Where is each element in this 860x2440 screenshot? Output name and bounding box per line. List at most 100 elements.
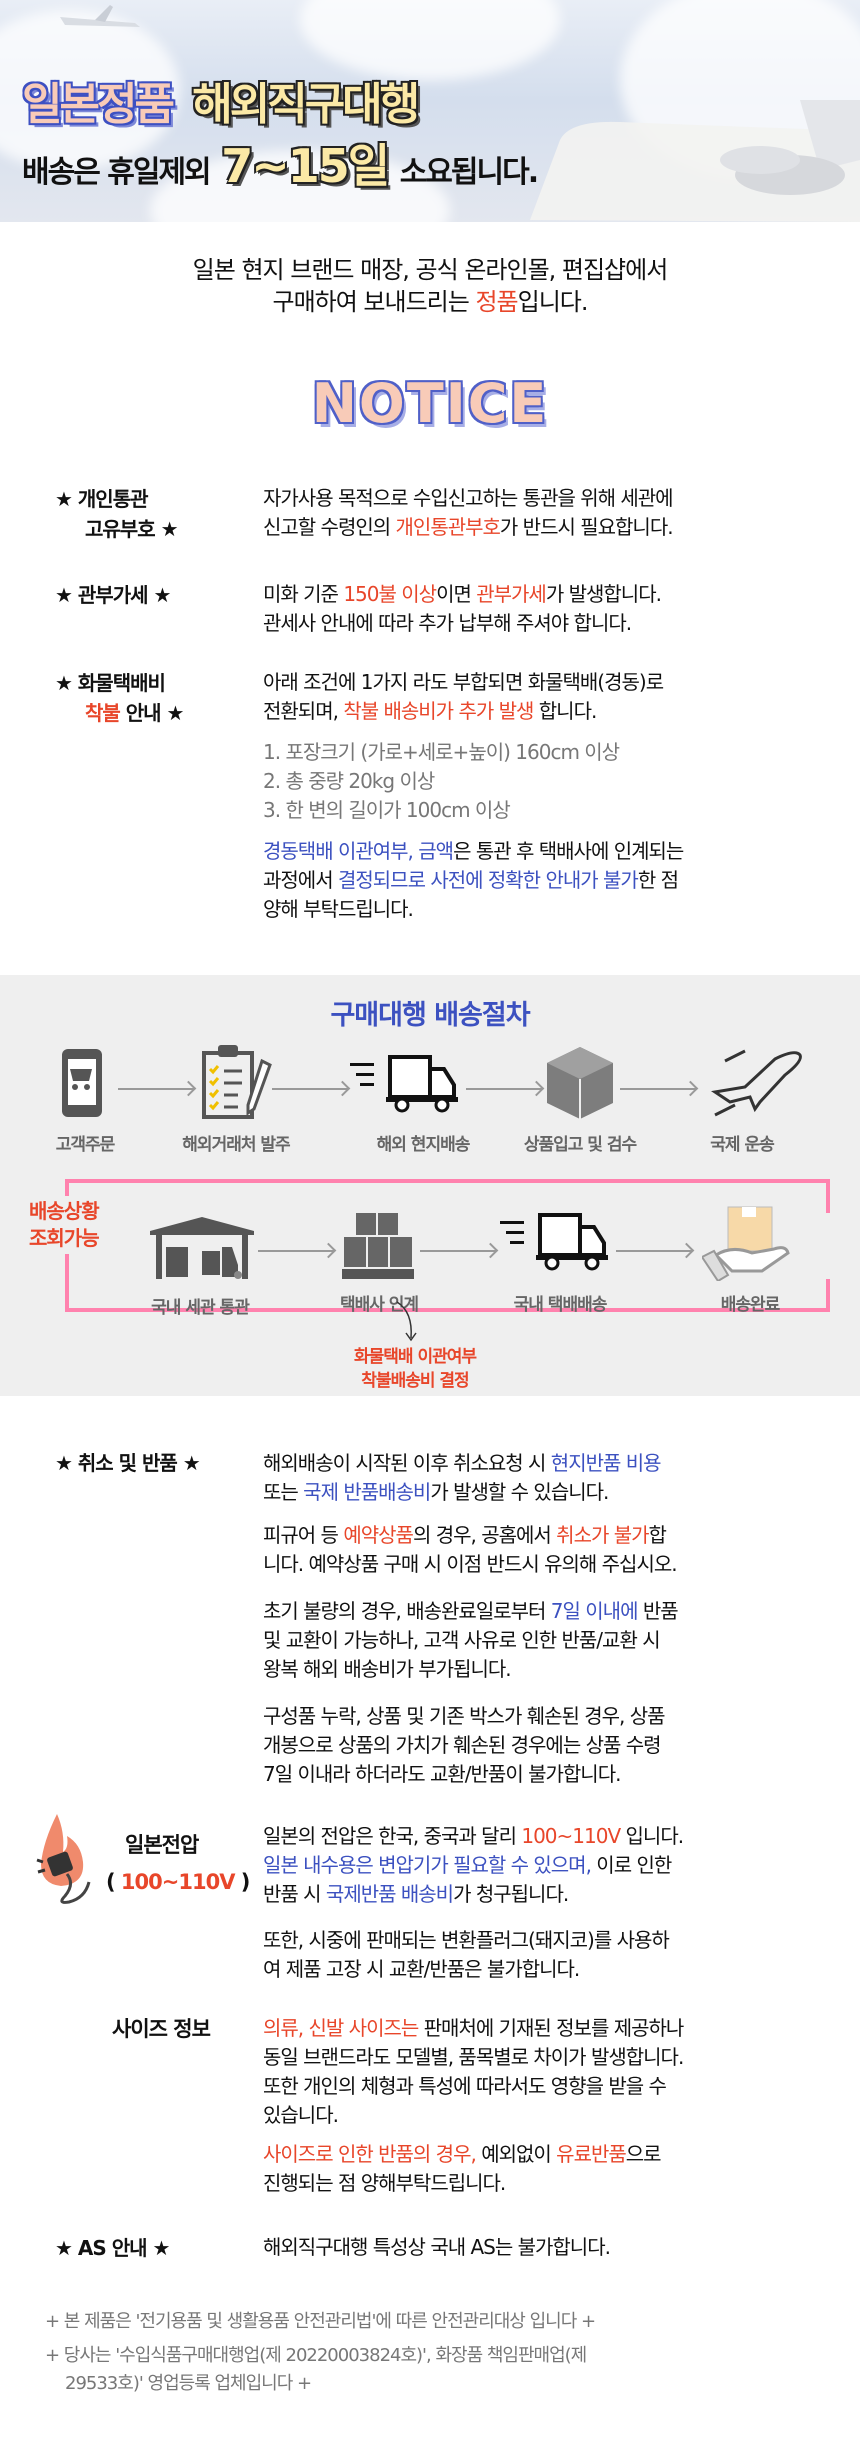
highlight-text: 국제 반품배송비 bbox=[303, 1480, 431, 1504]
text-segment: 또한, 시중에 판매되는 변환플러그(돼지코)를 사용하 bbox=[263, 1928, 670, 1952]
box-gap bbox=[826, 1213, 834, 1279]
text-segment: 또한 개인의 체형과 특성에 따라서도 영향을 받을 수 bbox=[263, 2074, 667, 2098]
text-line: 자가사용 목적으로 수입신고하는 통관을 위해 세관에 bbox=[263, 484, 843, 513]
hero-subtitle-prefix: 배송은 휴일제외 bbox=[22, 155, 212, 190]
delivery-truck-icon bbox=[350, 1055, 458, 1113]
paragraph: 1. 포장크기 (가로+세로+높이) 160cm 이상 2. 총 중량 20kg … bbox=[263, 738, 843, 825]
highlight-text: 정품 bbox=[475, 288, 518, 316]
package-box-icon bbox=[547, 1047, 613, 1119]
note-line: 화물택배 이관여부 bbox=[353, 1347, 477, 1367]
highlight-text: 3. 한 변의 길이가 100cm 이상 bbox=[263, 798, 511, 822]
text-line: 착불 안내 ★ bbox=[55, 698, 184, 728]
clipboard-checklist-icon bbox=[202, 1045, 272, 1119]
text-segment: ★ 개인통관 bbox=[55, 487, 148, 511]
highlight-text: 경동택배 이관여부, 금액 bbox=[263, 839, 454, 863]
text-line: 미화 기준 150불 이상이면 관부가세가 발생합니다. bbox=[263, 580, 843, 609]
highlight-text: 착불 bbox=[85, 701, 121, 725]
text-segment: 판매처에 기재된 정보를 제공하나 bbox=[418, 2016, 685, 2040]
text-line: 및 교환이 가능하나, 고객 사유로 인한 반품/교환 시 bbox=[263, 1626, 843, 1655]
text-line: 여 제품 고장 시 교환/반품은 불가합니다. bbox=[263, 1955, 843, 1984]
text-line: 사이즈로 인한 반품의 경우, 예외없이 유료반품으로 bbox=[263, 2140, 843, 2169]
notice-title: NOTICE bbox=[311, 372, 549, 435]
side-label-line: 조회가능 bbox=[29, 1226, 100, 1250]
voltage-value: 100~110V bbox=[120, 1870, 236, 1894]
paragraph: 일본의 전압은 한국, 중국과 달리 100~110V 입니다.일본 내수용은 … bbox=[263, 1822, 843, 1909]
footer-line: 29533호)' 영업등록 업체입니다 + bbox=[65, 2373, 312, 2394]
highlight-text: 유료반품 bbox=[556, 2142, 627, 2166]
text-segment: 의 경우, 공홈에서 bbox=[412, 1523, 557, 1547]
text-segment: 동일 브랜드라도 모델별, 품목별로 차이가 발생합니다. bbox=[263, 2045, 684, 2069]
text-line: 개봉으로 상품의 가치가 훼손된 경우에는 상품 수령 bbox=[263, 1731, 843, 1760]
text-line: 구매하여 보내드리는 정품입니다. bbox=[0, 286, 860, 318]
warehouse-forklift-icon bbox=[150, 1217, 254, 1279]
highlight-text: 결정되므로 사전에 정확한 안내가 불가 bbox=[337, 868, 639, 892]
voltage-sub-label: ( 100~110V ) bbox=[106, 1867, 251, 1897]
mobile-cart-icon bbox=[62, 1049, 102, 1117]
text-segment: 해외배송이 시작된 이후 취소요청 시 bbox=[263, 1451, 551, 1475]
text-segment: 반품 시 bbox=[263, 1882, 326, 1906]
text-line: 고유부호 ★ bbox=[55, 514, 178, 544]
text-segment: 미화 기준 bbox=[263, 582, 344, 606]
text-segment: ★ 관부가세 ★ bbox=[55, 583, 171, 607]
cancel-return-label: ★ 취소 및 반품 ★ bbox=[55, 1451, 201, 1475]
highlight-text: 개인통관부호 bbox=[395, 515, 501, 539]
text-segment: 양해 부탁드립니다. bbox=[263, 897, 414, 921]
highlight-text: 의류, 신발 사이즈는 bbox=[263, 2016, 419, 2040]
highlight-text: 일본 내수용은 변압기가 필요할 수 있으며, bbox=[263, 1853, 592, 1877]
highlight-text: 150불 이상 bbox=[343, 582, 437, 606]
text-segment: 신고할 수령인의 bbox=[263, 515, 396, 539]
text-segment: 피규어 등 bbox=[263, 1523, 344, 1547]
step-label: 국내 세관 통관 bbox=[151, 1298, 250, 1318]
procedure-title: 구매대행 배송절차 bbox=[330, 1000, 530, 1031]
text-segment: 아래 조건에 1가지 라도 부합되면 화물택배(경동)로 bbox=[263, 670, 664, 694]
text-line: 7일 이내라 하더라도 교환/반품이 불가합니다. bbox=[263, 1760, 843, 1789]
arrow-right-icon bbox=[258, 1250, 334, 1252]
highlight-text: 예약상품 bbox=[343, 1523, 414, 1547]
text-segment: 개봉으로 상품의 가치가 훼손된 경우에는 상품 수령 bbox=[263, 1733, 662, 1757]
text-segment: 합 bbox=[648, 1523, 667, 1547]
voltage-text: 일본의 전압은 한국, 중국과 달리 100~110V 입니다.일본 내수용은 … bbox=[263, 1822, 843, 1984]
arrow-right-icon bbox=[272, 1088, 348, 1090]
highlight-text: 100~110V bbox=[521, 1824, 621, 1848]
tracking-available-label: 배송상황 조회가능 bbox=[25, 1196, 103, 1254]
text-line: 2. 총 중량 20kg 이상 bbox=[263, 767, 843, 796]
pallet-boxes-icon bbox=[342, 1213, 414, 1279]
highlight-text: 현지반품 비용 bbox=[550, 1451, 662, 1475]
text-segment: 가 발생합니다. bbox=[545, 582, 662, 606]
text-segment: 있습니다. bbox=[263, 2103, 339, 2127]
text-segment: 또는 bbox=[263, 1480, 304, 1504]
arrow-right-icon bbox=[118, 1088, 194, 1090]
step-label: 국내 택배배송 bbox=[513, 1295, 608, 1315]
text-line: 또한, 시중에 판매되는 변환플러그(돼지코)를 사용하 bbox=[263, 1926, 843, 1955]
text-line: 일본의 전압은 한국, 중국과 달리 100~110V 입니다. bbox=[263, 1822, 843, 1851]
text-segment: 예외없이 bbox=[475, 2142, 557, 2166]
airplane-icon bbox=[530, 100, 860, 222]
hero-title-genuine: 일본정품 bbox=[22, 79, 175, 130]
hero-subtitle-suffix: 소요됩니다. bbox=[399, 155, 539, 190]
hero-banner: 일본정품 해외직구대행 배송은 휴일제외 7~15일 소요됩니다. bbox=[0, 0, 860, 222]
text-segment: 가 청구됩니다. bbox=[453, 1882, 569, 1906]
text-line: 과정에서 결정되므로 사전에 정확한 안내가 불가한 점 bbox=[263, 866, 843, 895]
side-label-line: 배송상황 bbox=[29, 1199, 100, 1223]
notice-text-duties: 미화 기준 150불 이상이면 관부가세가 발생합니다.관세사 안내에 따라 추… bbox=[263, 580, 843, 638]
paren-close: ) bbox=[240, 1870, 251, 1894]
text-segment: 고유부호 ★ bbox=[85, 517, 178, 541]
highlight-text: 1. 포장크기 (가로+세로+높이) 160cm 이상 bbox=[263, 740, 620, 764]
text-segment: 이로 인한 bbox=[590, 1853, 672, 1877]
text-segment: 한 점 bbox=[637, 868, 679, 892]
text-segment: 반품 bbox=[637, 1599, 679, 1623]
as-label: ★ AS 안내 ★ bbox=[55, 2236, 170, 2260]
hero-delivery-days: 7~15일 bbox=[221, 139, 390, 193]
highlight-text: 2. 총 중량 20kg 이상 bbox=[263, 769, 435, 793]
small-airplane-icon bbox=[60, 5, 140, 27]
text-line: 의류, 신발 사이즈는 판매처에 기재된 정보를 제공하나 bbox=[263, 2014, 843, 2043]
text-line: 관세사 안내에 따라 추가 납부해 주셔야 합니다. bbox=[263, 609, 843, 638]
